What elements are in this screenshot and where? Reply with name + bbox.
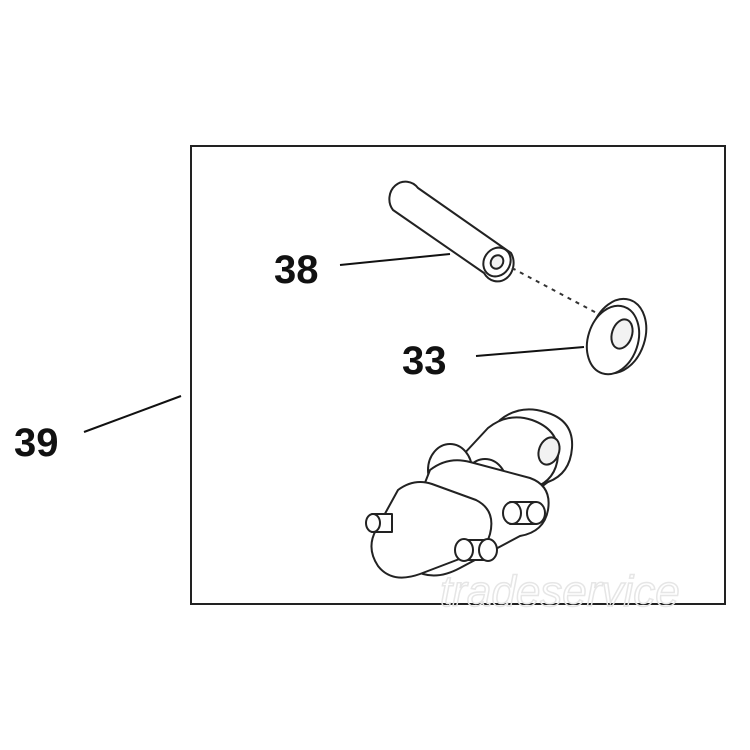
kit-boundary-box [190, 145, 726, 605]
callout-39-leader [83, 395, 182, 433]
washer-part [585, 297, 648, 376]
callout-38-leader [339, 253, 451, 266]
callout-33-leader [475, 346, 585, 357]
callout-38-label: 38 [274, 248, 319, 292]
callout-39-label: 39 [14, 421, 59, 465]
assembly-path-line [511, 267, 607, 319]
chain-link-part [365, 408, 574, 579]
watermark-text: tradeservice [440, 567, 680, 616]
callout-33-label: 33 [402, 339, 447, 383]
pin-part [388, 180, 515, 283]
